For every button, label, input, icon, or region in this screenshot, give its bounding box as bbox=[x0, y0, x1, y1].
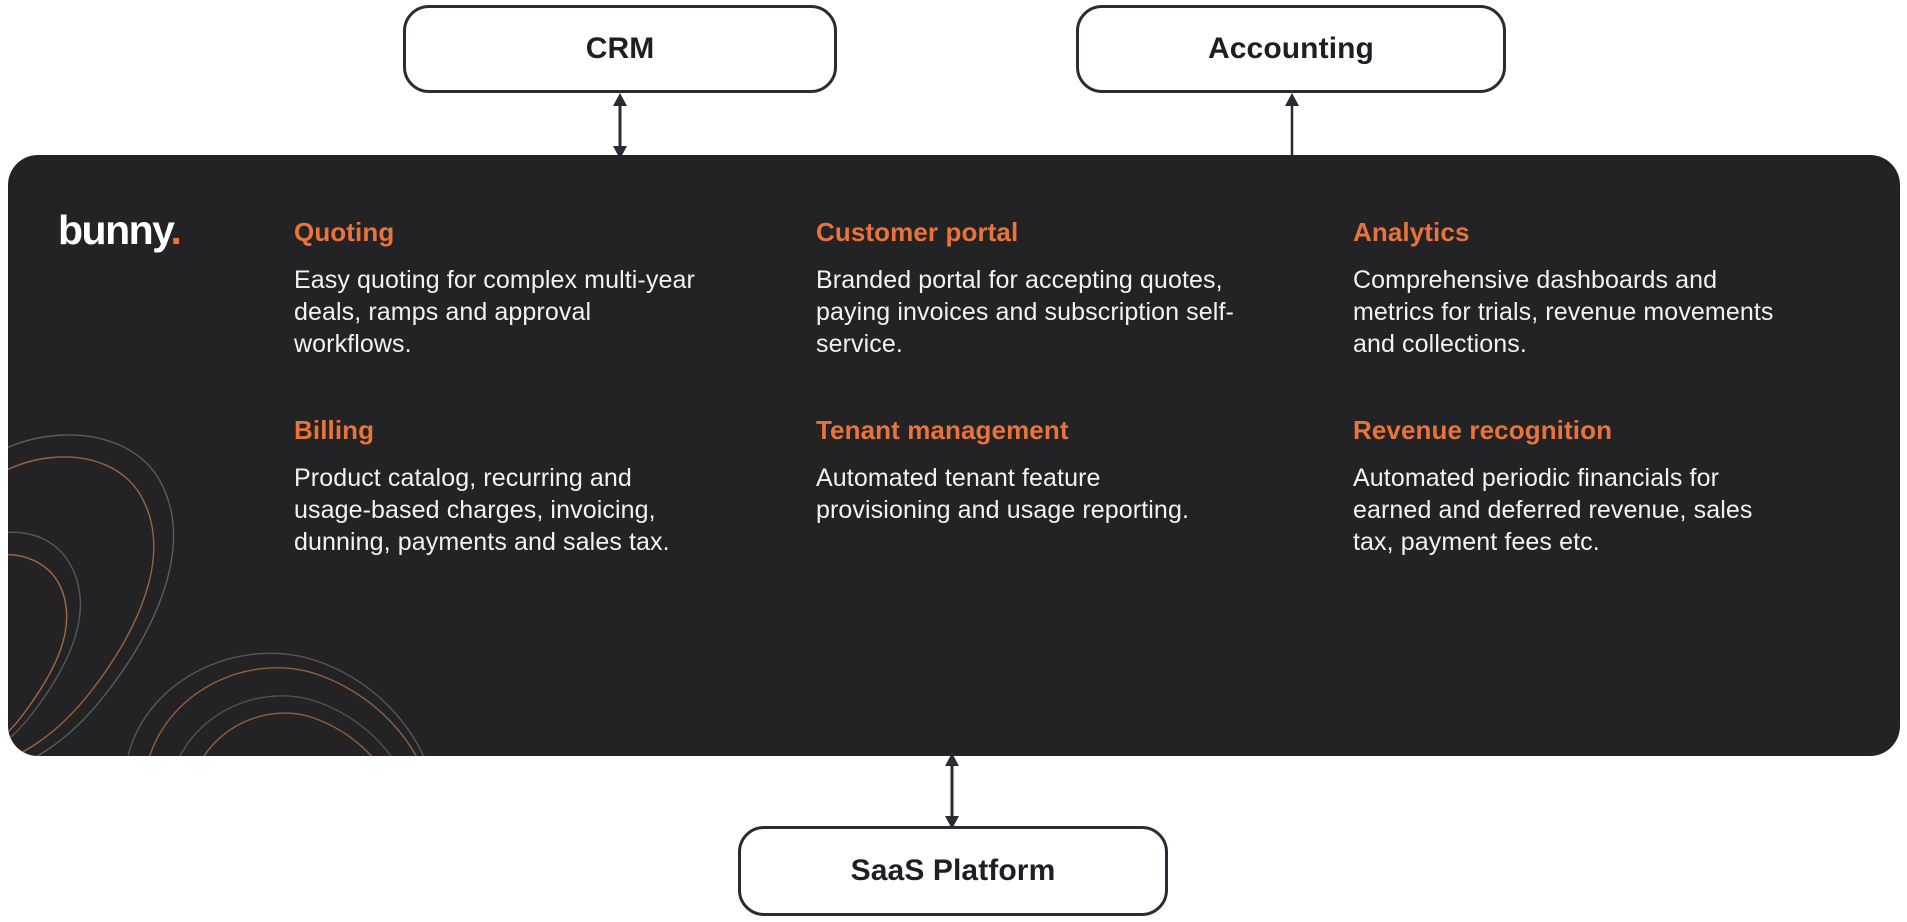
feature-revenue-recognition: Revenue recognition Automated periodic f… bbox=[1353, 414, 1853, 558]
feature-description: Branded portal for accepting quotes, pay… bbox=[816, 265, 1234, 358]
feature-title: Quoting bbox=[294, 217, 395, 247]
feature-customer-portal: Customer portal Branded portal for accep… bbox=[816, 217, 1353, 360]
feature-tenant-management: Tenant management Automated tenant featu… bbox=[816, 414, 1353, 558]
external-system-crm[interactable]: CRM bbox=[403, 5, 837, 93]
logo-dot: . bbox=[170, 207, 181, 253]
logo-wordmark: bunny bbox=[58, 207, 172, 253]
feature-billing: Billing Product catalog, recurring and u… bbox=[294, 414, 816, 558]
accounting-label: Accounting bbox=[1208, 32, 1374, 65]
external-system-accounting[interactable]: Accounting bbox=[1076, 5, 1506, 93]
feature-title: Tenant management bbox=[816, 414, 1069, 445]
crm-label: CRM bbox=[585, 32, 655, 65]
saas-platform-label: SaaS Platform bbox=[850, 854, 1056, 887]
feature-analytics: Analytics Comprehensive dashboards and m… bbox=[1353, 217, 1853, 360]
connector-saas-platform-bidirectional-arrow bbox=[945, 753, 959, 829]
feature-title: Customer portal bbox=[816, 217, 1019, 247]
feature-description: Comprehensive dashboards and metrics for… bbox=[1353, 265, 1774, 358]
feature-title: Revenue recognition bbox=[1353, 414, 1613, 445]
bunny-platform-panel: bunny. Quoting Easy quoting for complex … bbox=[8, 155, 1900, 756]
connector-crm-bidirectional-arrow bbox=[613, 93, 627, 159]
feature-title: Billing bbox=[294, 414, 375, 445]
feature-description: Automated tenant feature provisioning an… bbox=[816, 463, 1189, 524]
feature-quoting: Quoting Easy quoting for complex multi-y… bbox=[294, 217, 816, 360]
feature-title: Analytics bbox=[1353, 217, 1470, 247]
bunny-logo: bunny. bbox=[58, 207, 182, 253]
feature-description: Product catalog, recurring and usage-bas… bbox=[294, 463, 670, 556]
feature-grid: Quoting Easy quoting for complex multi-y… bbox=[294, 217, 1854, 558]
feature-description: Easy quoting for complex multi-year deal… bbox=[294, 265, 695, 358]
connector-accounting-up-arrow bbox=[1285, 93, 1299, 160]
external-system-saas-platform[interactable]: SaaS Platform bbox=[738, 826, 1168, 916]
feature-description: Automated periodic financials for earned… bbox=[1353, 463, 1753, 556]
